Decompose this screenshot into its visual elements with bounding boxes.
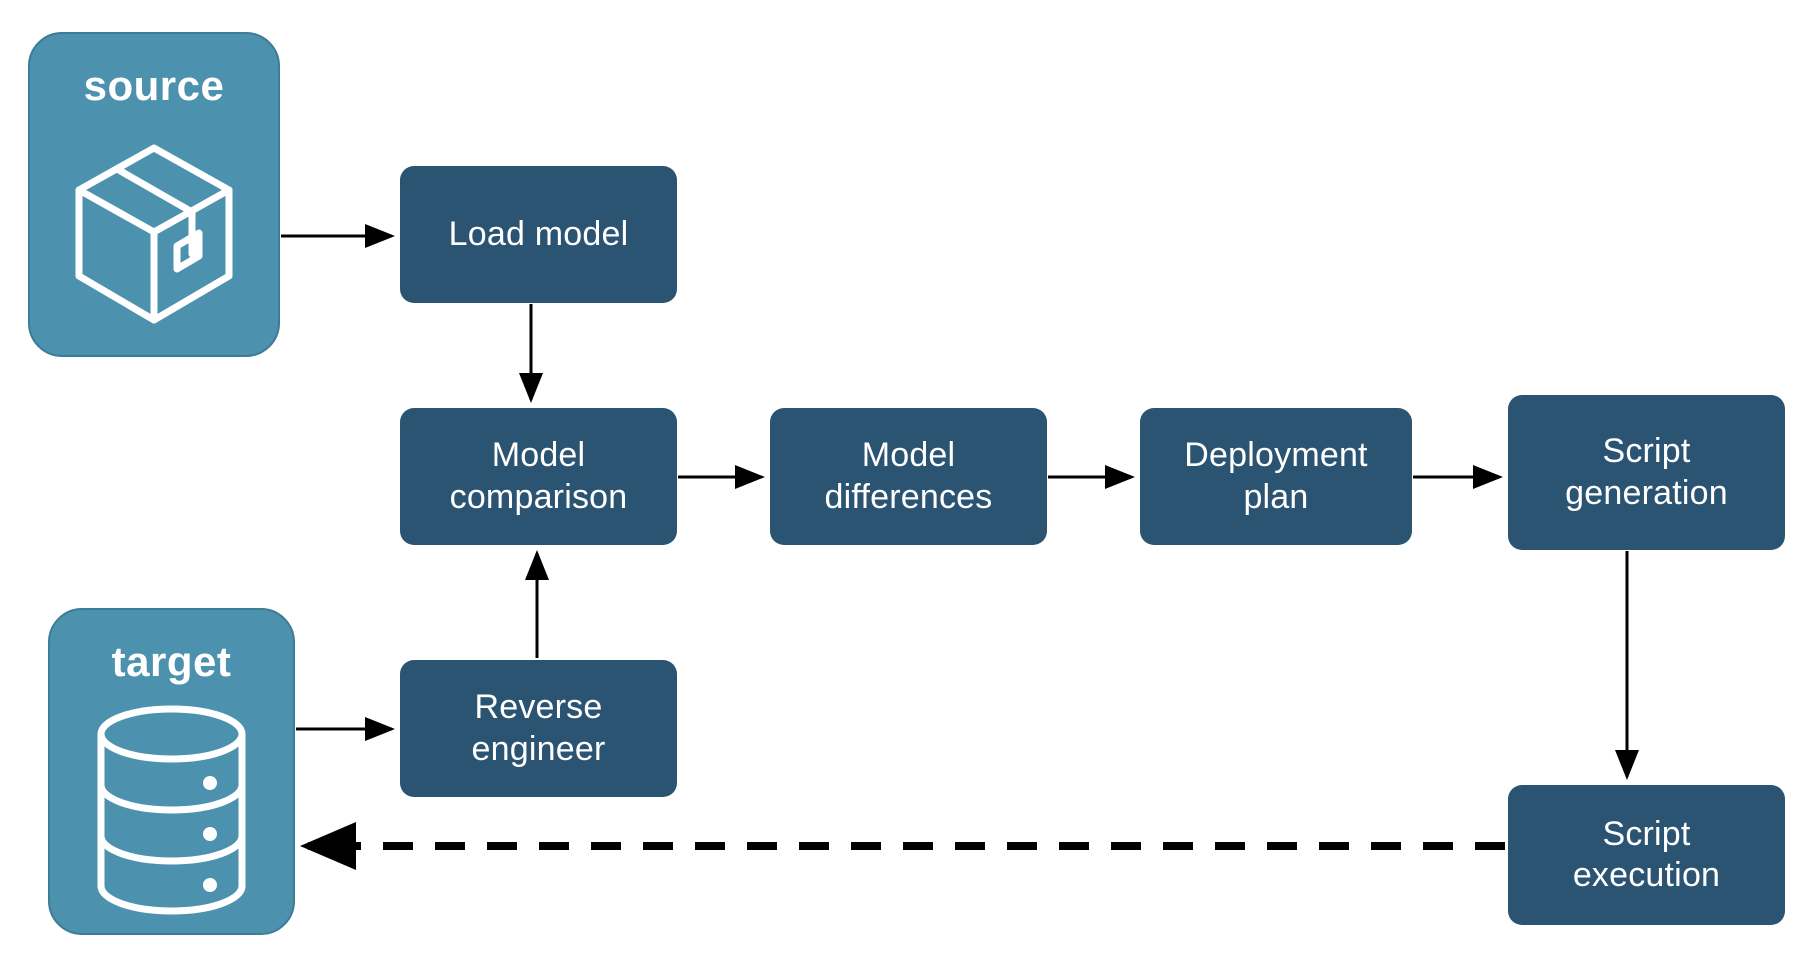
process-deployment-plan-label: Deployment plan [1184, 436, 1368, 516]
process-script-generation-label: Script generation [1565, 432, 1728, 512]
endpoint-target-label: target [111, 638, 232, 685]
process-deployment-plan[interactable]: Deployment plan [1140, 408, 1412, 545]
process-script-execution[interactable]: Script execution [1508, 785, 1785, 925]
package-box-icon [30, 111, 278, 355]
database-cylinder-icon [50, 687, 293, 933]
process-model-comparison[interactable]: Model comparison [400, 408, 677, 545]
process-model-differences[interactable]: Model differences [770, 408, 1047, 545]
process-reverse-engineer-label: Reverse engineer [471, 688, 606, 768]
process-model-differences-label: Model differences [824, 436, 993, 516]
process-script-execution-label: Script execution [1572, 814, 1721, 894]
process-script-generation[interactable]: Script generation [1508, 395, 1785, 550]
process-load-model[interactable]: Load model [400, 166, 677, 303]
endpoint-source-label: source [83, 62, 225, 109]
endpoint-target[interactable]: target [48, 608, 295, 935]
process-reverse-engineer[interactable]: Reverse engineer [400, 660, 677, 797]
endpoint-source[interactable]: source [28, 32, 280, 357]
process-model-comparison-label: Model comparison [449, 436, 628, 516]
process-load-model-label: Load model [448, 214, 629, 253]
